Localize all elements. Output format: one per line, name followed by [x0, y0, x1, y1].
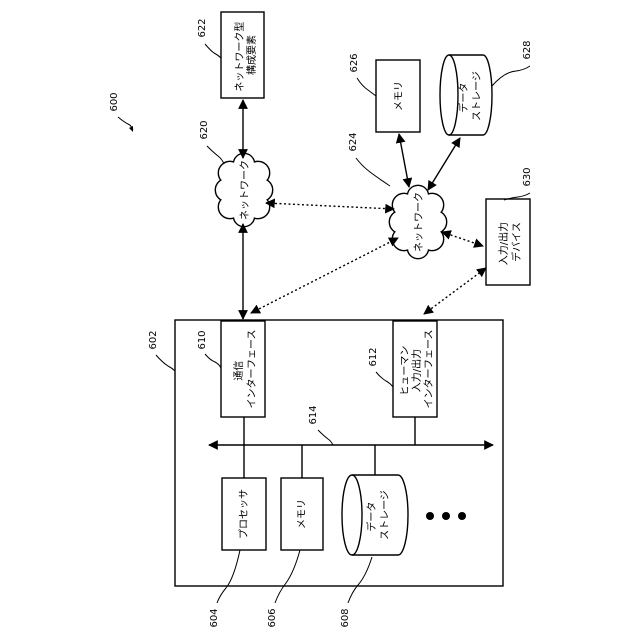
link-net624-to-io	[442, 232, 483, 246]
ref-620: 620	[199, 120, 210, 139]
ref-624: 624	[348, 132, 359, 151]
ref-614: 614	[308, 405, 319, 424]
memory-626-label: メモリ	[394, 81, 405, 111]
link-net620-to-net624	[266, 203, 394, 209]
memory-606-label: メモリ	[297, 499, 308, 529]
leader-626	[357, 78, 376, 96]
leader-628	[492, 66, 530, 86]
ref-604: 604	[209, 608, 220, 627]
leader-620	[207, 146, 224, 164]
leader-602	[156, 355, 175, 371]
network-624-cloud: ネットワーク	[390, 186, 446, 258]
ellipsis-dots	[426, 512, 466, 520]
ref-608: 608	[340, 608, 351, 627]
link-storage628-to-net624	[428, 138, 460, 190]
leader-622	[205, 44, 221, 58]
link-comm-to-net624	[251, 238, 398, 313]
processor-label: プロセッサ	[238, 489, 250, 539]
network-624-label: ネットワーク	[413, 192, 425, 252]
ref-628: 628	[522, 40, 533, 59]
network-620-label: ネットワーク	[239, 160, 251, 220]
ref-602: 602	[148, 330, 159, 349]
ref-626: 626	[349, 53, 360, 72]
link-memory626-to-net624	[399, 134, 409, 187]
ref-606: 606	[267, 608, 278, 627]
ref-630: 630	[522, 167, 533, 186]
ref-610: 610	[197, 330, 208, 349]
ref-600: 600	[109, 92, 120, 111]
ref-622: 622	[197, 18, 208, 37]
network-620-cloud: ネットワーク	[216, 154, 272, 226]
link-human-to-io	[424, 268, 486, 314]
leader-624	[356, 158, 390, 186]
ref-612: 612	[368, 347, 379, 366]
